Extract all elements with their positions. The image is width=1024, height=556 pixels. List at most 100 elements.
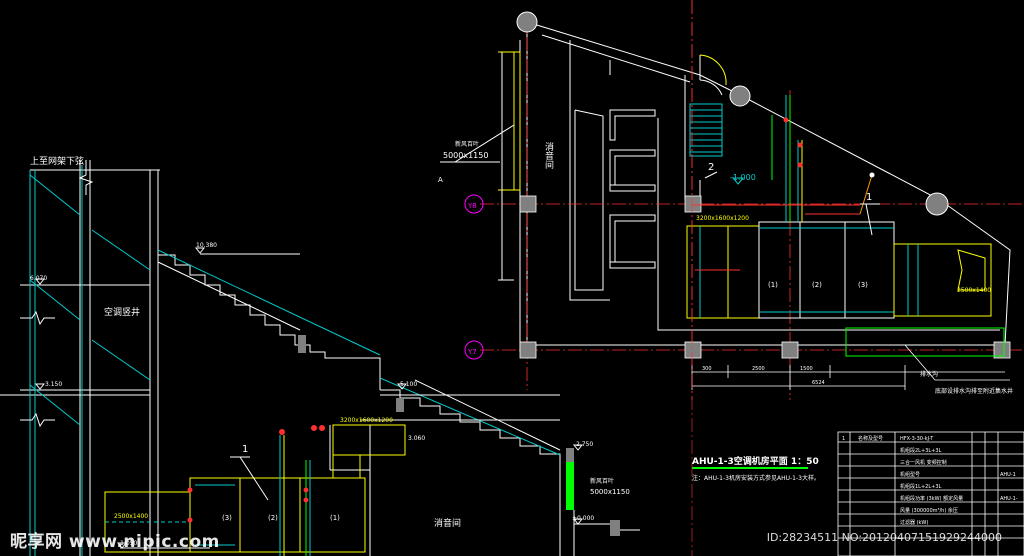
grid-y8-label: Y8 bbox=[467, 202, 477, 210]
section-1: (1) bbox=[768, 281, 778, 289]
column-bubble bbox=[729, 85, 751, 107]
fan-section bbox=[189, 477, 366, 553]
grid-y7-label: Y7 bbox=[467, 348, 477, 356]
level-2: 10.380 bbox=[196, 242, 217, 249]
section-texts: 上至网架下弦 空调竖井 6.070 10.380 3.150 5.100 3.0… bbox=[30, 155, 630, 547]
stair-line bbox=[379, 377, 561, 456]
callout-1-leader bbox=[865, 203, 873, 236]
label-top: 上至网架下弦 bbox=[30, 155, 84, 167]
plan-pipes bbox=[771, 95, 875, 222]
coil-size: 2500x1400 bbox=[957, 287, 991, 294]
ahu-unit-plan bbox=[686, 221, 1005, 357]
baffles bbox=[574, 109, 656, 291]
dim-total: 6524 bbox=[812, 380, 825, 386]
level-3: 3.150 bbox=[45, 381, 62, 388]
room-label: 消音间 bbox=[543, 141, 554, 170]
pipes-section bbox=[187, 425, 325, 556]
level-1: 6.070 bbox=[30, 275, 47, 282]
louver-section bbox=[566, 462, 574, 510]
level-8: -1.050 bbox=[118, 540, 138, 547]
column-bubble bbox=[925, 192, 949, 216]
callout-1: 1 bbox=[866, 192, 872, 203]
grid-bubble-y7 bbox=[464, 340, 484, 360]
coil-block-right bbox=[893, 243, 992, 317]
column bbox=[566, 448, 574, 462]
stair-plan bbox=[689, 103, 723, 157]
duct-size: 3200x1600x1200 bbox=[696, 215, 749, 222]
level-5: 3.060 bbox=[408, 435, 425, 442]
table-row-7: 过滤器 (kW) bbox=[900, 519, 928, 526]
shaft-label: 空调竖井 bbox=[104, 306, 140, 318]
dim-3: 1500 bbox=[800, 366, 813, 372]
plan-view: A bbox=[438, 0, 1024, 556]
shaft-cyan-lines bbox=[29, 165, 151, 556]
table-side-2: AHU-1- bbox=[1000, 496, 1018, 502]
table-row-2: 三合一风机 变频控制 bbox=[900, 459, 947, 466]
table-row-5: 机组段功率 (3kW) 额定风量 bbox=[900, 495, 963, 502]
louver-leader bbox=[454, 124, 515, 163]
watermark-brand: 昵享网 www.nipic.com bbox=[10, 532, 220, 552]
stair-line bbox=[414, 379, 561, 451]
section-3: (3) bbox=[858, 281, 868, 289]
grid-bubble-y8 bbox=[464, 194, 484, 214]
level-markers bbox=[34, 247, 584, 549]
break-mark bbox=[78, 160, 94, 195]
plan-title: AHU-1-3空调机房平面 1：50 bbox=[692, 455, 819, 467]
table-col1: 1 bbox=[842, 436, 845, 442]
level-marker bbox=[731, 177, 745, 185]
louver-label: 新风百叶 bbox=[455, 140, 479, 148]
section-1: (1) bbox=[330, 514, 340, 522]
section-2: (2) bbox=[268, 514, 278, 522]
plan-texts: Y8 Y7 新风百叶 5000x1150 消音间 -1.000 2 1 (1) … bbox=[443, 140, 1013, 482]
callout-2-leader bbox=[704, 171, 718, 179]
duct-vertical bbox=[329, 425, 371, 556]
coil-size: 2500x1400 bbox=[114, 513, 148, 520]
drain-channel bbox=[845, 327, 1005, 357]
stair-line bbox=[157, 261, 301, 331]
plan-columns bbox=[519, 195, 1011, 359]
dim-1: 300 bbox=[702, 366, 712, 372]
section-view bbox=[0, 160, 640, 556]
table-row-4: 机组段1L+2L+3L bbox=[900, 483, 941, 490]
duct-size: 3200x1600x1200 bbox=[340, 417, 393, 424]
level-4: 5.100 bbox=[400, 381, 417, 388]
louver-size: 5000x1150 bbox=[590, 488, 630, 496]
column bbox=[298, 335, 306, 353]
break-mark bbox=[20, 412, 55, 428]
level: -1.000 bbox=[730, 173, 756, 182]
column bbox=[610, 520, 620, 536]
coil-block bbox=[686, 225, 760, 319]
callout-2: 2 bbox=[708, 162, 714, 173]
column bbox=[396, 398, 404, 412]
table-model: HFX-3-30-kJ-T bbox=[900, 436, 934, 442]
watermark-id: ID:28234511 NO:20120407151929244000 bbox=[766, 531, 1002, 544]
grid-bubbles bbox=[464, 11, 949, 360]
louver-label: 新风百叶 bbox=[590, 477, 614, 485]
shaft-walls bbox=[0, 160, 160, 556]
plan-walls bbox=[519, 21, 1011, 352]
plan-note: 注：AHU-1-3机房安装方式参见AHU-1-3大样。 bbox=[692, 474, 820, 482]
louver-size: 5000x1150 bbox=[443, 151, 488, 160]
north-mark: A bbox=[438, 176, 443, 184]
table-row-3: 机组型号 bbox=[900, 471, 920, 478]
room-label: 消音间 bbox=[434, 517, 461, 529]
stair-flight-upper bbox=[158, 254, 381, 390]
door-swing bbox=[699, 54, 727, 86]
drain-note-2: 底部设排水沟排至附近集水井 bbox=[935, 387, 1013, 395]
section-3: (3) bbox=[222, 514, 232, 522]
section-2: (2) bbox=[812, 281, 822, 289]
table-col2: 名称及型号 bbox=[858, 435, 883, 442]
level-6: 2.750 bbox=[576, 441, 593, 448]
stair-flight-lower bbox=[380, 389, 561, 556]
plan-dimensions bbox=[691, 344, 1010, 390]
table-row-1: 机组段2L+3L+3L bbox=[900, 447, 941, 454]
drain-note-1: 排水沟 bbox=[920, 370, 938, 378]
callout-1: 1 bbox=[242, 444, 248, 455]
stair-line bbox=[157, 249, 381, 356]
column-bubble bbox=[516, 11, 538, 33]
table-row-6: 风量 (300000m³/h) 余压 bbox=[900, 507, 958, 514]
callout-leader bbox=[239, 456, 269, 501]
table-side-1: AHU-1 bbox=[1000, 472, 1016, 478]
